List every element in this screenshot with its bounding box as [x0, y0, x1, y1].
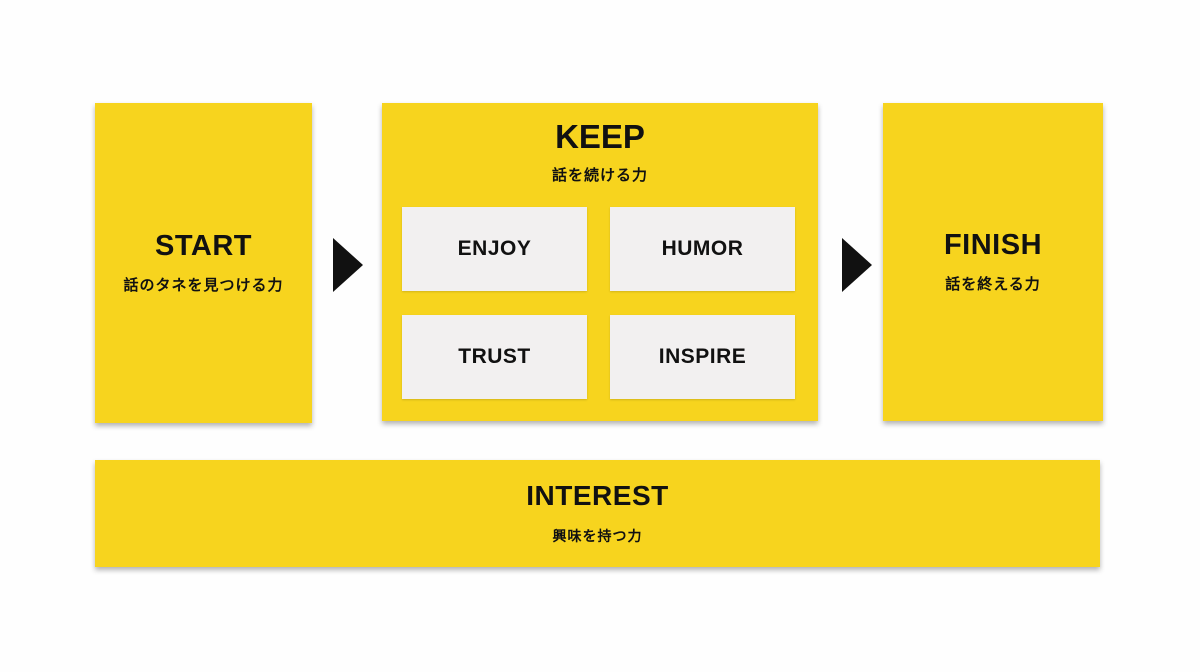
start-title: START — [154, 230, 252, 263]
keep-panel: KEEP 話を続ける力 ENJOY HUMOR TRUST INSPIRE — [382, 103, 818, 421]
arrow-right-icon — [333, 238, 363, 292]
start-subtitle: 話のタネを見つける力 — [123, 276, 284, 294]
keep-items-grid: ENJOY HUMOR TRUST INSPIRE — [402, 207, 798, 399]
keep-item-trust: TRUST — [402, 315, 587, 399]
keep-subtitle: 話を続ける力 — [551, 167, 648, 185]
keep-title: KEEP — [555, 118, 645, 155]
keep-item-enjoy: ENJOY — [402, 207, 587, 291]
interest-panel: INTEREST 興味を持つ力 — [95, 460, 1100, 567]
keep-item-humor: HUMOR — [610, 207, 795, 291]
finish-subtitle: 話を終える力 — [945, 275, 1041, 293]
arrow-right-icon — [842, 238, 872, 292]
finish-panel: FINISH 話を終える力 — [883, 103, 1103, 421]
keep-item-inspire: INSPIRE — [610, 315, 795, 399]
interest-subtitle: 興味を持つ力 — [552, 527, 643, 544]
interest-title: INTEREST — [526, 480, 669, 512]
start-panel: START 話のタネを見つける力 — [95, 103, 312, 423]
finish-title: FINISH — [943, 229, 1043, 262]
